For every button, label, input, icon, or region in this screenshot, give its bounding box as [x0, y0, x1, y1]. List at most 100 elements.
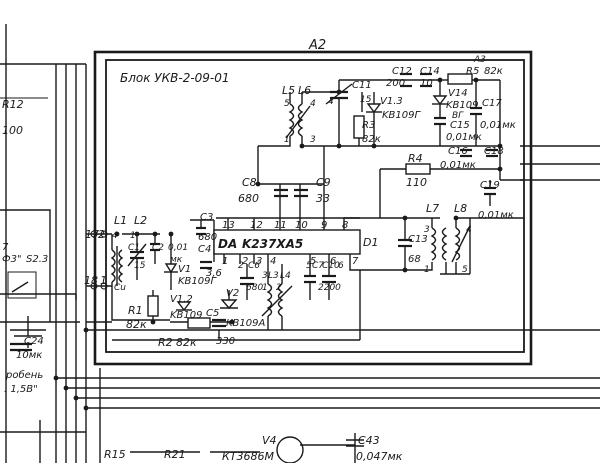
n15-label: 15	[134, 261, 146, 271]
v13-type: KB109Г	[382, 110, 422, 121]
v13-label: V1.3	[380, 96, 403, 107]
l5-label: L5	[282, 84, 295, 97]
c19-label: C19	[480, 180, 500, 191]
c17-label: C17	[482, 98, 502, 109]
c24-value: 10мк	[16, 350, 42, 361]
c14-label: C14	[420, 66, 440, 77]
l6-pin-4: 4	[310, 99, 316, 109]
n1-label: 1	[262, 283, 268, 293]
ic-pin-11: 11	[274, 220, 287, 231]
ic-pin-1: 1	[222, 256, 228, 267]
r15-label: R15	[104, 448, 126, 461]
c7-num: 5	[306, 261, 312, 271]
block-frame	[105, 59, 525, 353]
vd1-label: V1	[178, 264, 191, 275]
c8-value: 680	[238, 192, 259, 205]
ic-aux: D1	[363, 236, 378, 249]
l7-label: L7	[426, 202, 439, 215]
s23-label: S2.3	[26, 254, 48, 265]
c2-value: 0,01	[168, 243, 188, 253]
c7-label: C7	[312, 261, 324, 271]
vd1-type: KB109Г	[178, 276, 218, 287]
l1-pin-1: 1	[130, 231, 136, 241]
c2-label: C2	[152, 243, 164, 253]
connector-pin-17: 17	[85, 228, 99, 241]
r5-value: 82к	[484, 66, 503, 77]
ic-ref: DA	[218, 237, 237, 251]
v12-type: KB109	[170, 310, 203, 321]
c11-label: C11	[352, 80, 372, 91]
r1-value: 82к	[126, 318, 147, 331]
c19-value: 0,01мк	[478, 210, 514, 221]
r12-value: 100	[2, 124, 23, 137]
c9-value: 33	[316, 192, 330, 205]
c13-value: 68	[408, 254, 421, 265]
c17-value: 0,01мк	[480, 120, 516, 131]
l6-label: L6	[298, 84, 311, 97]
c15-value: 0,01мк	[446, 132, 482, 143]
l1-label: L1	[114, 214, 127, 227]
c3-label: C3	[200, 212, 213, 223]
c3-value: 680	[198, 232, 217, 243]
l8-pin-5: 5	[462, 265, 468, 275]
r3-value: 82к	[362, 134, 381, 145]
r3-label: R3	[362, 120, 375, 131]
c6-value: 680	[246, 283, 263, 293]
ic-pin-9: 9	[321, 220, 327, 231]
c16-value: 0,01мк	[440, 160, 476, 171]
r2-label: R2	[158, 336, 173, 349]
c18-label: C18	[484, 146, 504, 157]
l8-pin-4: 4	[466, 225, 472, 235]
c14-value: 10	[420, 78, 433, 89]
cu-label: Cu	[114, 283, 126, 293]
v14-type: KB109	[446, 100, 479, 111]
r4-label: R4	[408, 152, 423, 165]
l7-pin-3: 3	[424, 225, 430, 235]
c15-label: C15	[450, 120, 470, 131]
c24-label: C24	[24, 336, 44, 347]
junction-dots	[53, 77, 503, 411]
v4-type: КТ3686М	[222, 450, 275, 463]
r21-label: R21	[164, 448, 186, 461]
ic-part: K237XA5	[242, 237, 303, 251]
c9-label: C9	[316, 176, 331, 189]
c6-num: 2	[238, 261, 244, 271]
frame-label-a2: A2	[308, 38, 326, 53]
module-frame	[93, 50, 533, 366]
left-text-2: . 1,5В"	[4, 384, 38, 395]
r12-label: R12	[2, 98, 24, 111]
c12-label: C12	[392, 66, 412, 77]
n6-label: 6	[338, 261, 344, 271]
c10-label: C10	[322, 261, 340, 271]
c5-value: 330	[216, 336, 235, 347]
ic-pin-4: 4	[270, 256, 276, 267]
c4-label: C4	[198, 244, 211, 255]
v14-label: V14	[448, 88, 468, 99]
mk-label: мк	[170, 255, 183, 265]
c11-num: 4	[328, 97, 334, 107]
s23-prefix: Ф3"	[2, 254, 22, 265]
labels: A2 Блок УКВ-2-09-01 DA K237XA5 D1 13 12 …	[2, 38, 516, 463]
r5-label: R5	[466, 66, 479, 77]
l5-pin-5: 5	[284, 99, 290, 109]
ic-pin-7: 7	[352, 256, 359, 267]
l2-label: L2	[134, 214, 147, 227]
l6-pin-3: 3	[310, 135, 316, 145]
l8-label: L8	[454, 202, 467, 215]
ic-body	[213, 229, 361, 255]
ic-pin-12: 12	[250, 220, 263, 231]
ic-pin-3: 3	[256, 256, 262, 267]
c1-label: C1	[128, 243, 140, 253]
n2-label: 2	[276, 283, 282, 293]
ic-pin-10: 10	[295, 220, 308, 231]
r4-value: 110	[406, 176, 427, 189]
l3-label: L3	[268, 271, 279, 281]
n15b-label: 15	[360, 95, 372, 105]
connector-pin-18: 18	[84, 274, 98, 287]
block-title: Блок УКВ-2-09-01	[120, 71, 230, 85]
connector-pin-1: 1	[100, 274, 107, 287]
wiring	[0, 24, 600, 463]
c43-label: C43	[358, 434, 380, 447]
c16-label: C16	[448, 146, 468, 157]
c6-label: C6	[248, 261, 260, 271]
